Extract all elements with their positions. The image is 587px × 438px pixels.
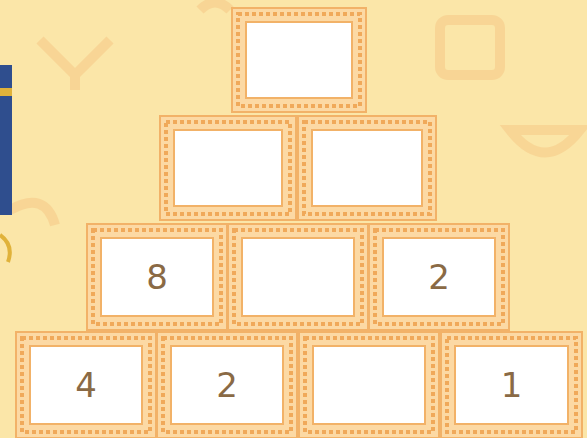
frame-border [228, 224, 368, 330]
pyramid-number: 1 [501, 368, 523, 402]
frame-key-pattern [163, 338, 291, 432]
pharaoh-figure [0, 65, 12, 262]
frame-cell [313, 346, 425, 424]
frame-border [299, 332, 439, 438]
frame-border [157, 332, 297, 438]
frame-key-pattern [22, 338, 150, 432]
frame-border [160, 116, 296, 220]
number-box: 1 [455, 346, 568, 424]
frame-border [369, 224, 509, 330]
glyph [40, 40, 110, 90]
pyramid-box-frame [298, 116, 436, 220]
pyramid-box-frame [232, 8, 366, 112]
pyramid-box-frame [299, 332, 439, 438]
number-box: 4 [30, 346, 142, 424]
frame-key-pattern [166, 122, 290, 214]
pyramid-box-frame [228, 224, 368, 330]
frame-cell [455, 346, 568, 424]
figure-band [0, 88, 12, 96]
frame-cell [171, 346, 283, 424]
pyramid-box-frame [16, 332, 156, 438]
pyramid-number: 2 [428, 260, 450, 294]
frame-key-pattern [93, 230, 221, 324]
frame-key-pattern [234, 230, 362, 324]
frame-border [232, 8, 366, 112]
figure-staff [0, 235, 10, 262]
pyramid-number: 8 [146, 260, 168, 294]
pyramid-box-frame [369, 224, 509, 330]
frame-border [16, 332, 156, 438]
number-box: 2 [383, 238, 495, 316]
pyramid-number: 4 [75, 368, 97, 402]
frame-cell [101, 238, 213, 316]
frame-border [87, 224, 227, 330]
frame-cell [174, 130, 282, 206]
frame-cell [383, 238, 495, 316]
pyramid-box-frame [160, 116, 296, 220]
glyph [440, 20, 500, 75]
frame-key-pattern [375, 230, 503, 324]
pyramid-box-frame [441, 332, 582, 438]
glyph [10, 203, 55, 225]
pyramid-box-frame [87, 224, 227, 330]
frame-key-pattern [305, 338, 433, 432]
frame-cell [246, 22, 352, 98]
pyramid-number: 2 [216, 368, 238, 402]
figure-robe [0, 65, 12, 215]
background-glyphs [10, 3, 580, 226]
number-box: 8 [101, 238, 213, 316]
frame-key-pattern [447, 338, 576, 432]
frame-border [441, 332, 582, 438]
glyph [510, 130, 580, 153]
glyph [200, 3, 230, 11]
frame-border [298, 116, 436, 220]
pyramid-box-frame [157, 332, 297, 438]
frame-cell [242, 238, 354, 316]
number-box: 2 [171, 346, 283, 424]
frame-key-pattern [304, 122, 430, 214]
frame-key-pattern [238, 14, 360, 106]
frame-cell [312, 130, 422, 206]
frame-cell [30, 346, 142, 424]
